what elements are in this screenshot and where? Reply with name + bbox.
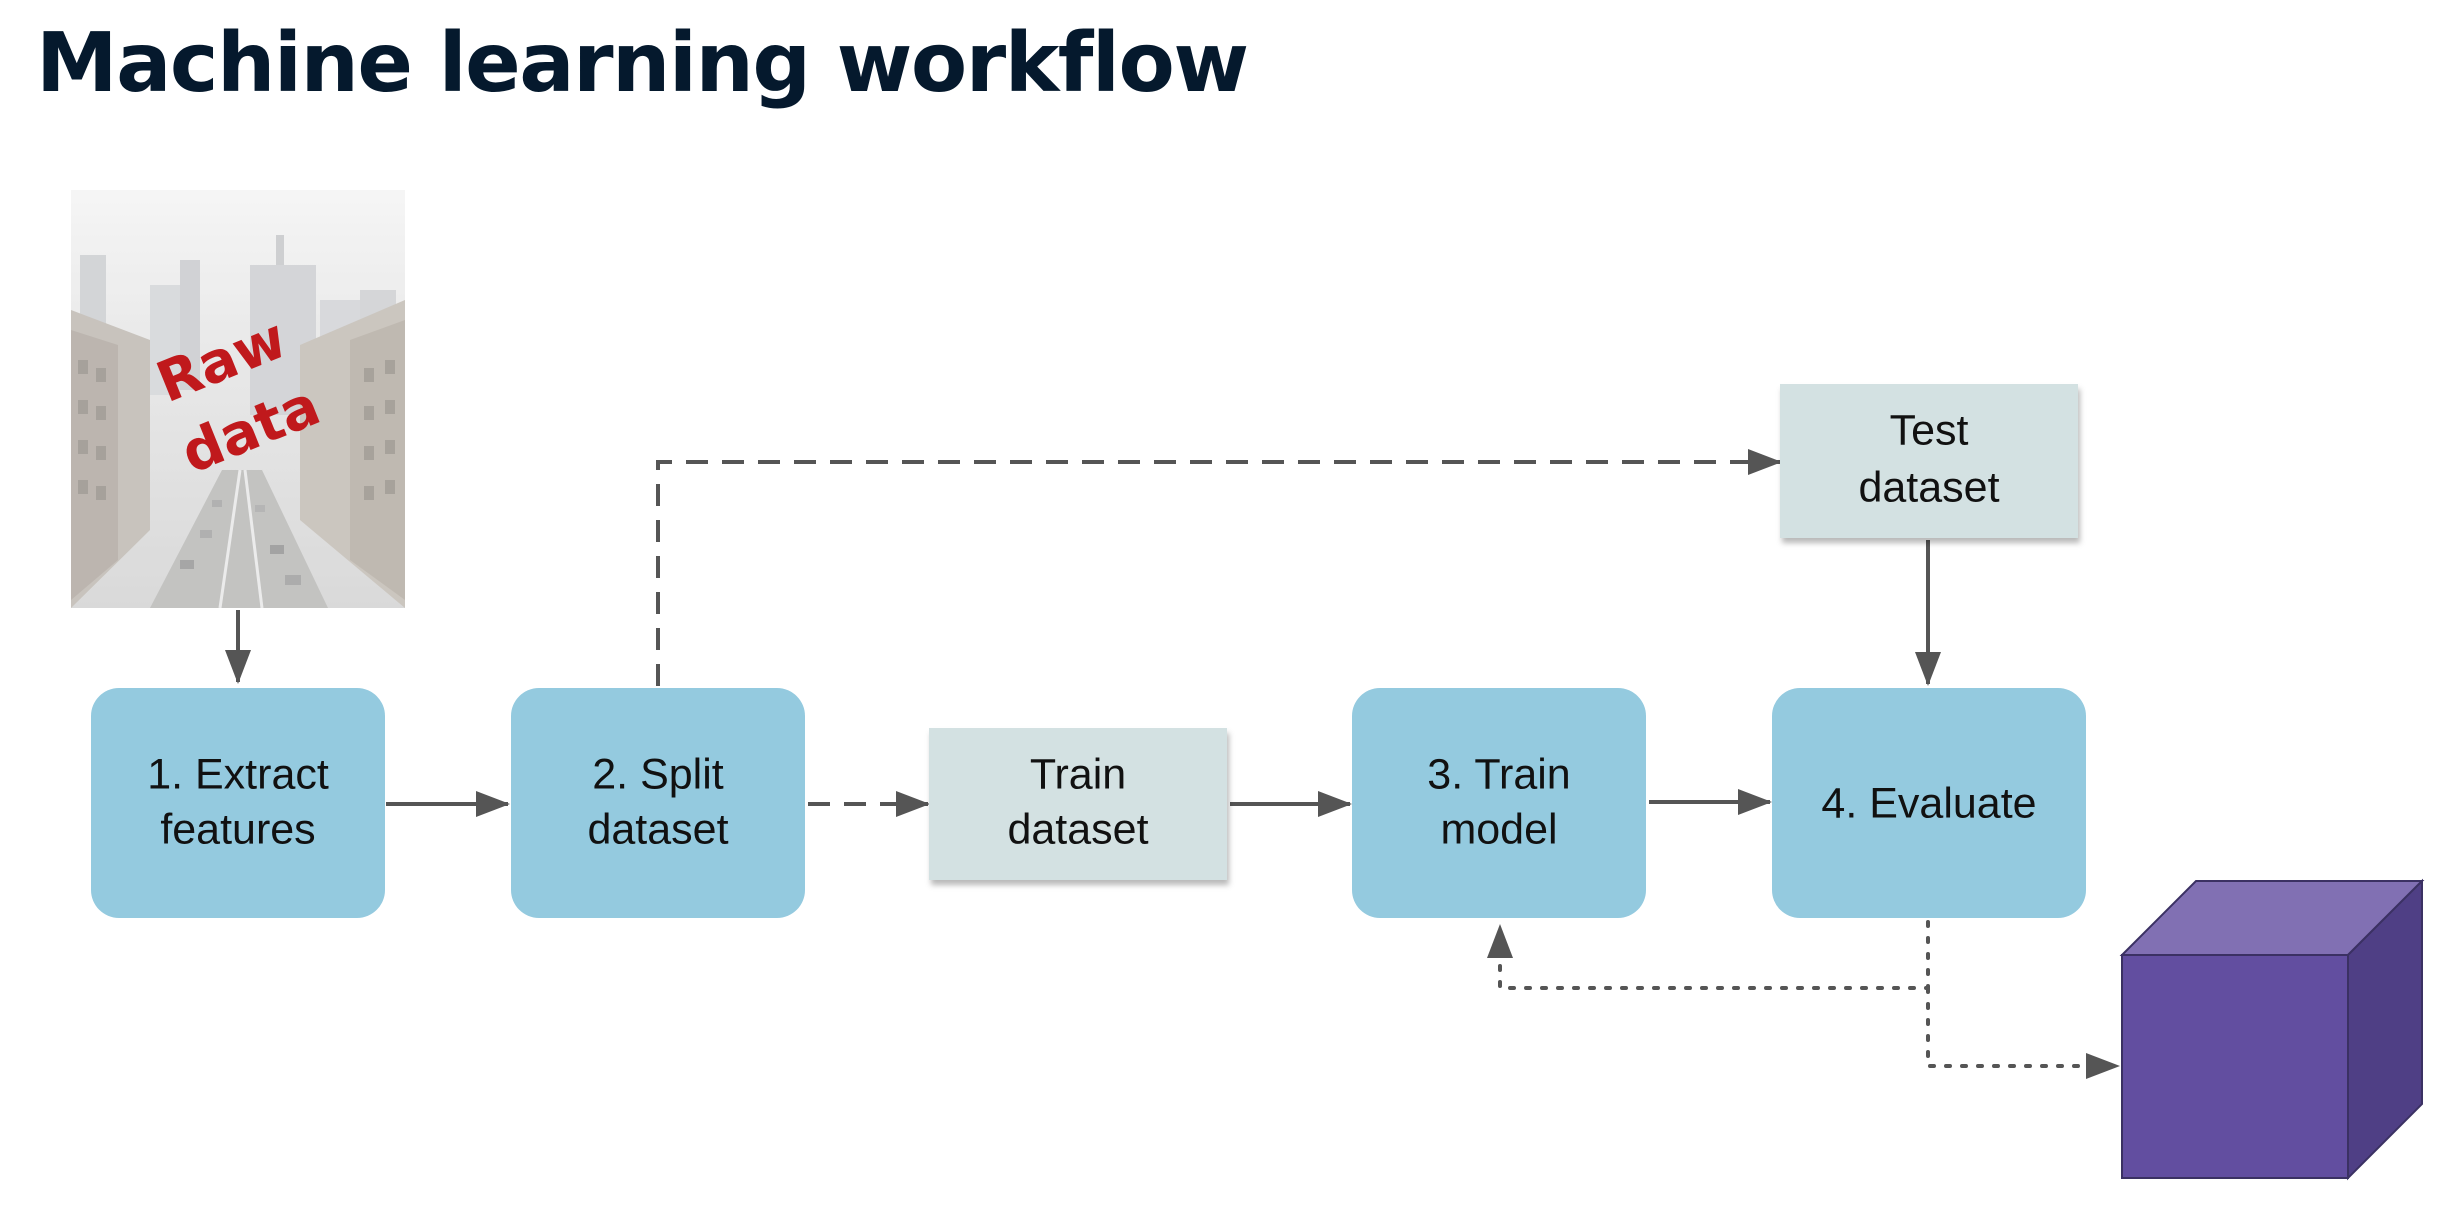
connectors (225, 449, 2120, 1079)
step-extract-line1: 1. Extract (147, 750, 329, 798)
step-train-model-line1: 3. Train (1427, 750, 1570, 798)
arrow-split-to-test-dataset (656, 449, 1782, 686)
step-split-line2: dataset (587, 805, 728, 853)
model-cube-icon (2119, 878, 2425, 1181)
train-dataset-box: Train dataset (929, 728, 1227, 880)
test-dataset-line2: dataset (1858, 463, 1999, 511)
train-dataset-line1: Train (1030, 750, 1126, 798)
step-extract-line2: features (160, 805, 315, 853)
step-split-dataset: 2. Split dataset (511, 688, 805, 918)
step-split-line1: 2. Split (592, 750, 724, 798)
step-extract-features: 1. Extract features (91, 688, 385, 918)
step-evaluate-line1: 4. Evaluate (1821, 779, 2036, 827)
train-dataset-line2: dataset (1007, 805, 1148, 853)
slide-title: Machine learning workflow (36, 16, 1249, 111)
test-dataset-line1: Test (1890, 406, 1969, 454)
step-train-model-line2: model (1440, 805, 1557, 853)
step-evaluate: 4. Evaluate (1772, 688, 2086, 918)
raw-data-image: Raw data (71, 190, 405, 608)
test-dataset-box: Test dataset (1780, 384, 2078, 538)
arrow-evaluate-to-train-model (1487, 920, 1930, 990)
arrow-evaluate-to-model-cube (1926, 986, 2120, 1079)
step-train-model: 3. Train model (1352, 688, 1646, 918)
